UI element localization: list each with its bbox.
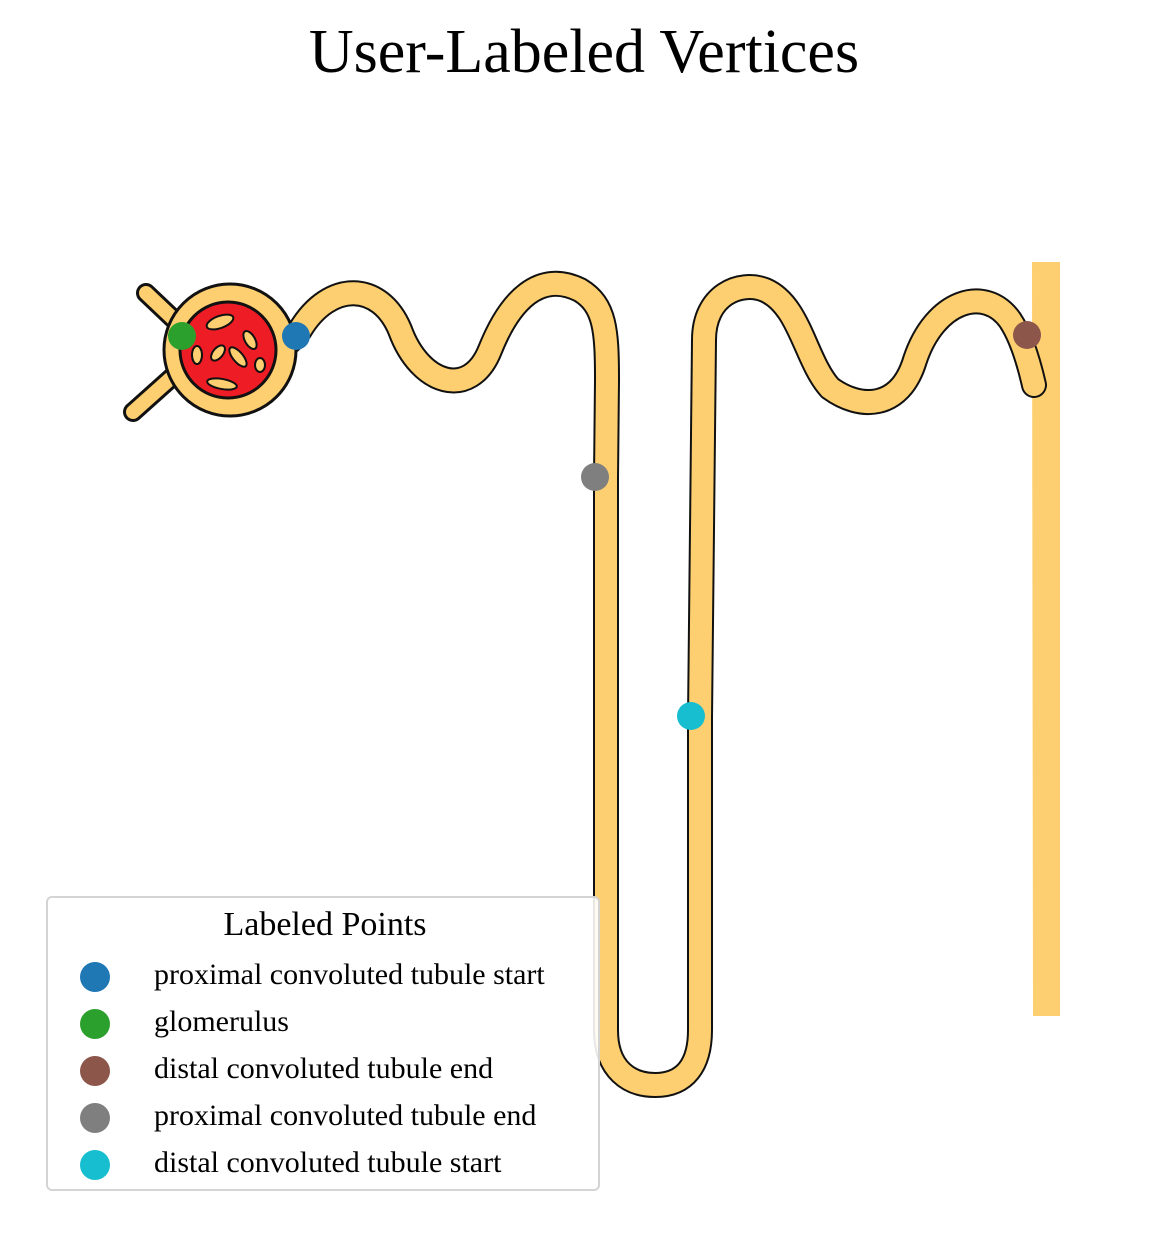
legend: Labeled Points proximal convoluted tubul… — [46, 896, 600, 1191]
legend-label: distal convoluted tubule end — [154, 1052, 494, 1085]
legend-marker — [80, 1056, 110, 1086]
legend-label: proximal convoluted tubule end — [154, 1099, 537, 1132]
legend-item: proximal convoluted tubule start — [48, 957, 602, 997]
legend-marker — [80, 1150, 110, 1180]
point-proximal-convoluted-tubule-start[interactable] — [282, 322, 310, 350]
legend-marker — [80, 962, 110, 992]
legend-marker — [80, 1103, 110, 1133]
point-distal-convoluted-tubule-end[interactable] — [1013, 321, 1041, 349]
legend-label: proximal convoluted tubule start — [154, 958, 545, 991]
legend-label: distal convoluted tubule start — [154, 1146, 502, 1179]
nephron-tubule — [217, 270, 1047, 1098]
legend-marker — [80, 1009, 110, 1039]
glomerulus-body — [178, 300, 278, 400]
collecting-duct — [1032, 262, 1060, 1016]
diagram-title: User-Labeled Vertices — [308, 18, 860, 86]
point-distal-convoluted-tubule-start[interactable] — [677, 702, 705, 730]
legend-item: distal convoluted tubule end — [48, 1051, 602, 1091]
legend-item: distal convoluted tubule start — [48, 1145, 602, 1185]
labeled-points — [168, 321, 1041, 730]
legend-label: glomerulus — [154, 1005, 289, 1038]
point-proximal-convoluted-tubule-end[interactable] — [581, 463, 609, 491]
point-glomerulus[interactable] — [168, 322, 196, 350]
legend-item: proximal convoluted tubule end — [48, 1098, 602, 1138]
legend-item: glomerulus — [48, 1004, 602, 1044]
legend-title: Labeled Points — [223, 906, 427, 943]
